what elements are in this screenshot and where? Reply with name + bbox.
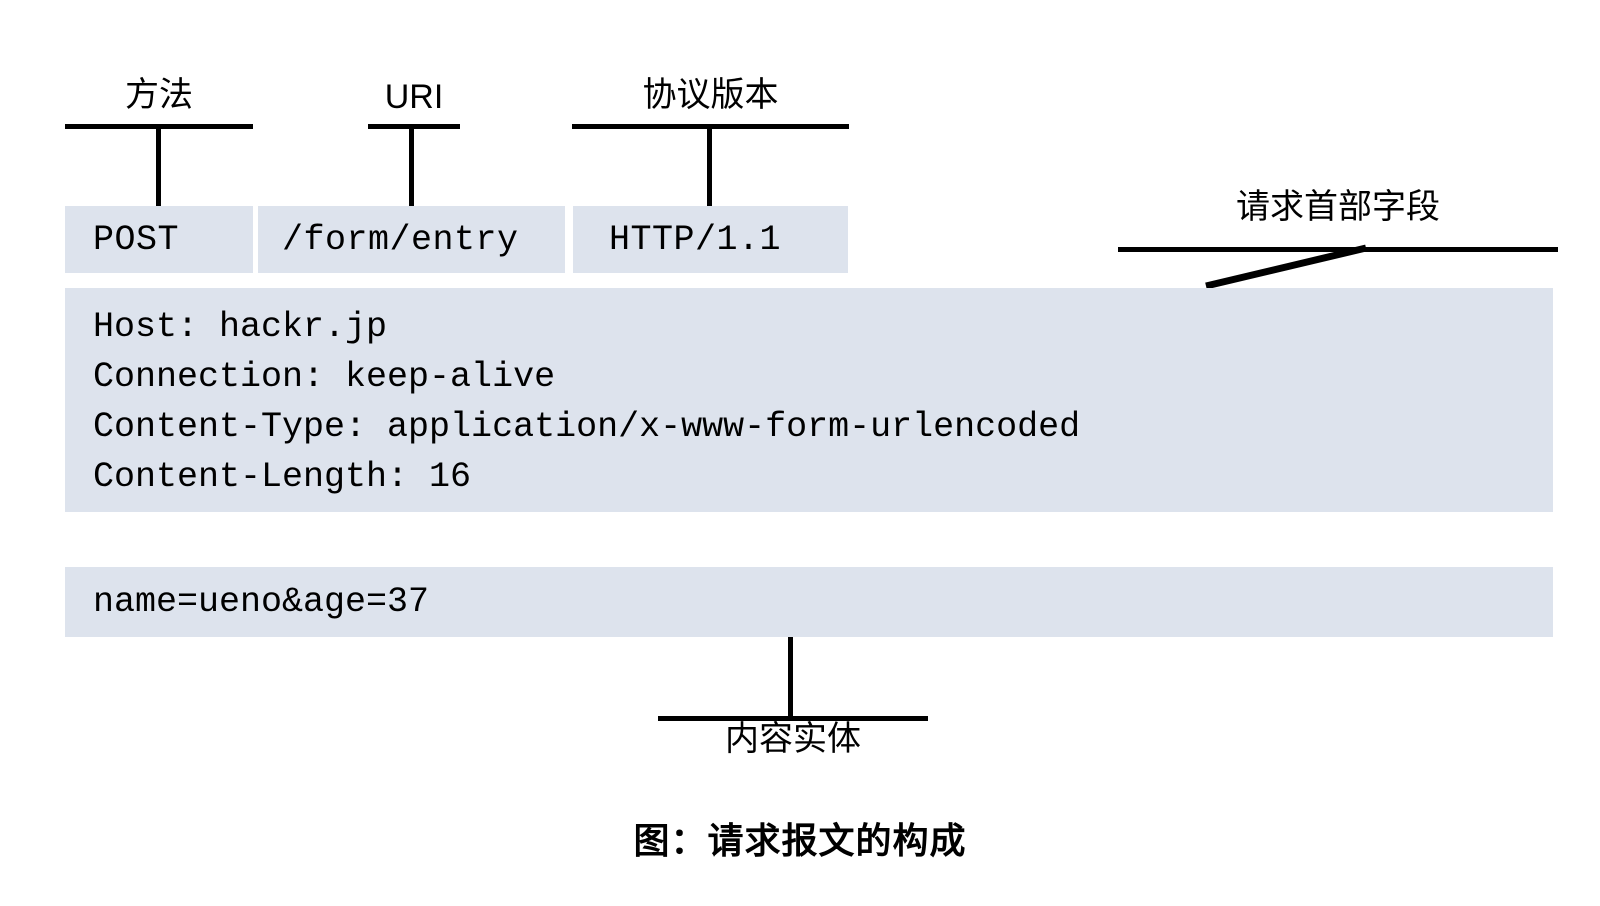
entity-body-leader-stem <box>788 637 793 721</box>
header-fields-box: Host: hackr.jp Connection: keep-alive Co… <box>65 288 1553 512</box>
uri-leader-stem <box>409 124 414 210</box>
entity-body-value: name=ueno&age=37 <box>93 582 430 622</box>
uri-value: /form/entry <box>282 219 519 260</box>
method-label: 方法 <box>125 76 193 114</box>
method-value: POST <box>93 219 180 260</box>
request-header-fields-rule <box>1118 247 1558 252</box>
request-header-fields-leader-line <box>1205 244 1367 290</box>
entity-body-bracket-rule <box>658 716 928 721</box>
entity-body-label: 内容实体 <box>725 720 861 758</box>
protocol-version-value: HTTP/1.1 <box>609 219 782 260</box>
method-leader-stem <box>156 124 161 210</box>
protocol-version-box: HTTP/1.1 <box>573 206 848 273</box>
uri-bracket-rule <box>368 124 460 129</box>
request-header-fields-label: 请求首部字段 <box>1236 188 1440 226</box>
protocol-version-leader-stem <box>707 124 712 210</box>
entity-body-box: name=ueno&age=37 <box>65 567 1553 637</box>
header-fields-text: Host: hackr.jp Connection: keep-alive Co… <box>93 307 1081 497</box>
figure-caption: 图：请求报文的构成 <box>633 820 967 861</box>
uri-label: URI <box>384 78 444 116</box>
uri-box: /form/entry <box>258 206 565 273</box>
method-box: POST <box>65 206 253 273</box>
protocol-version-label: 协议版本 <box>642 76 779 114</box>
